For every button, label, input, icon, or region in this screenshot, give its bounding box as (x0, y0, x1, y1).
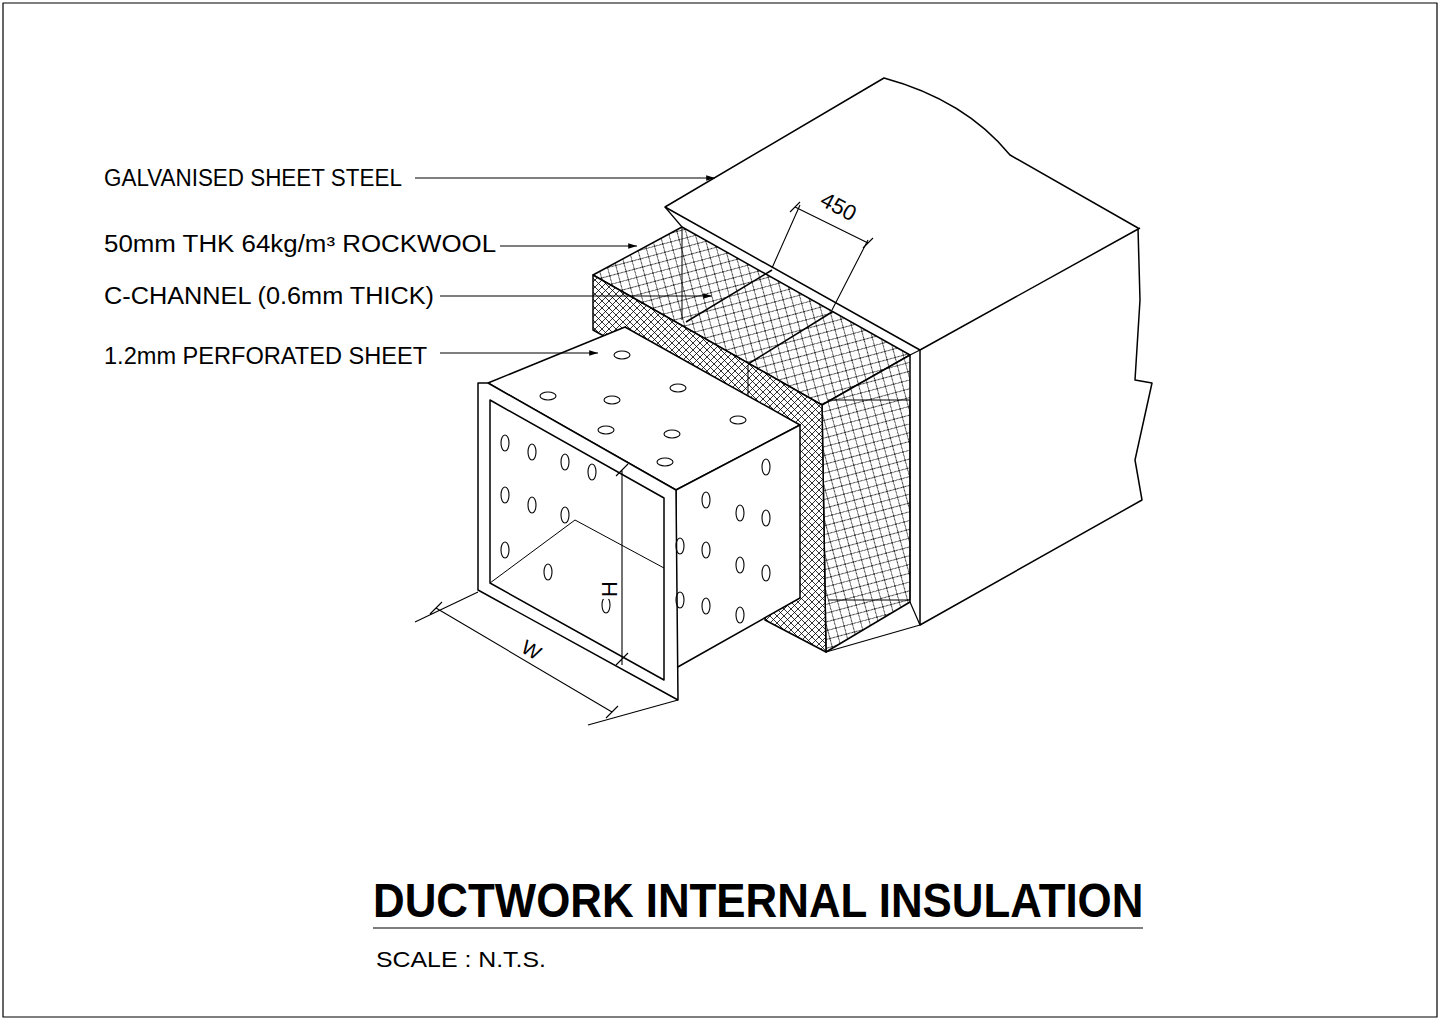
perforation-hole (676, 592, 684, 608)
perforation-hole (544, 564, 552, 580)
leader-line (415, 177, 715, 178)
perforation-hole (762, 459, 770, 475)
perforation-hole (540, 392, 556, 400)
dimension: H (599, 579, 621, 599)
perforation-hole (501, 542, 509, 558)
perforated-side (676, 425, 800, 668)
perforation-hole (561, 454, 569, 470)
title: DUCTWORK INTERNAL INSULATION (373, 876, 1143, 924)
dimension-line (616, 464, 628, 665)
leader-line (500, 245, 637, 246)
perforation-hole (501, 487, 509, 503)
perforation-hole (602, 597, 610, 613)
part-label: GALVANISED SHEET STEEL (104, 167, 402, 190)
perforation-hole (670, 384, 686, 392)
perforation-hole (657, 458, 673, 466)
c-channel (686, 270, 832, 364)
perforation-hole (702, 542, 710, 558)
perforation-hole (501, 435, 509, 451)
rockwool-side (822, 355, 910, 652)
perforation-hole (561, 507, 569, 523)
part-label: C-CHANNEL (0.6mm THICK) (104, 285, 434, 308)
perforation-hole (528, 497, 536, 513)
perforation-hole (736, 607, 744, 623)
part-label: 50mm THK 64kg/m³ ROCKWOOL (104, 233, 496, 256)
perforation-hole (588, 464, 596, 480)
perforation-hole (702, 492, 710, 508)
title-underline (373, 927, 1143, 928)
perforation-hole (762, 510, 770, 526)
perforation-hole (528, 444, 536, 460)
perforation-hole (598, 426, 614, 434)
perforation-hole (676, 538, 684, 554)
perforated-front (478, 383, 678, 700)
perforation-hole (604, 396, 620, 404)
sheet-border (3, 3, 1437, 1017)
perforation-hole (614, 351, 630, 359)
perforation-hole (664, 430, 680, 438)
dimension: W (517, 636, 547, 665)
caption: SCALE : N.T.S. (376, 949, 546, 971)
part-label: 1.2mm PERFORATED SHEET (104, 345, 427, 368)
perforation-hole (736, 505, 744, 521)
perforation-hole (702, 598, 710, 614)
leader-line (440, 352, 598, 353)
leader-line (440, 295, 712, 296)
dimension-line (415, 592, 678, 725)
perforation-hole (736, 557, 744, 573)
perforation-hole (762, 565, 770, 581)
perforation-hole (730, 416, 746, 424)
outer-duct-edge (920, 228, 1140, 350)
